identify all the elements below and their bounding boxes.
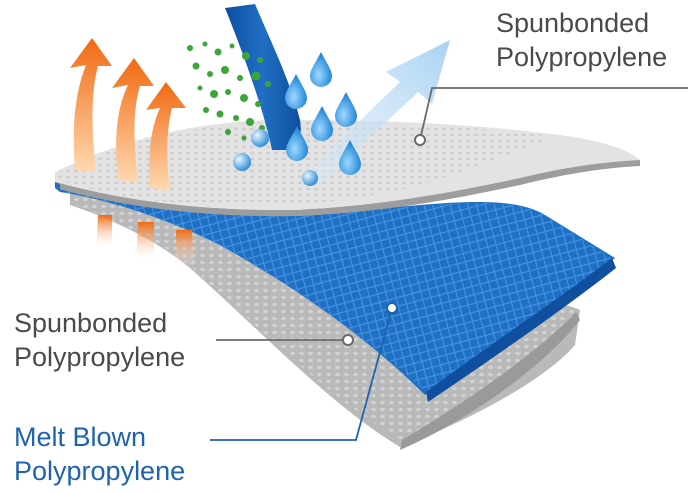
- label-bottom-spunbonded: Spunbonded Polypropylene: [14, 306, 185, 374]
- label-top-line2: Polypropylene: [496, 42, 668, 72]
- liquid-jet-icon: [225, 4, 301, 150]
- leader-dots: [342, 134, 426, 346]
- vapor-arrow-icon: [305, 40, 450, 182]
- label-bottom-line1: Spunbonded: [14, 308, 168, 338]
- label-top-line1: Spunbonded: [496, 8, 650, 38]
- label-meltblown-line1: Melt Blown: [14, 422, 147, 452]
- particle-dot-icon: [187, 41, 271, 141]
- leader-lines: [210, 87, 688, 441]
- label-top-spunbonded: Spunbonded Polypropylene: [496, 6, 667, 74]
- water-droplet-icon: [285, 52, 361, 175]
- label-meltblown-line2: Polypropylene: [14, 456, 186, 486]
- label-meltblown: Melt Blown Polypropylene: [14, 420, 185, 488]
- meltblown-layer: [60, 183, 616, 402]
- water-bead-icon: [233, 129, 318, 186]
- label-bottom-line2: Polypropylene: [14, 342, 186, 372]
- heat-arrow-icon: [70, 38, 194, 268]
